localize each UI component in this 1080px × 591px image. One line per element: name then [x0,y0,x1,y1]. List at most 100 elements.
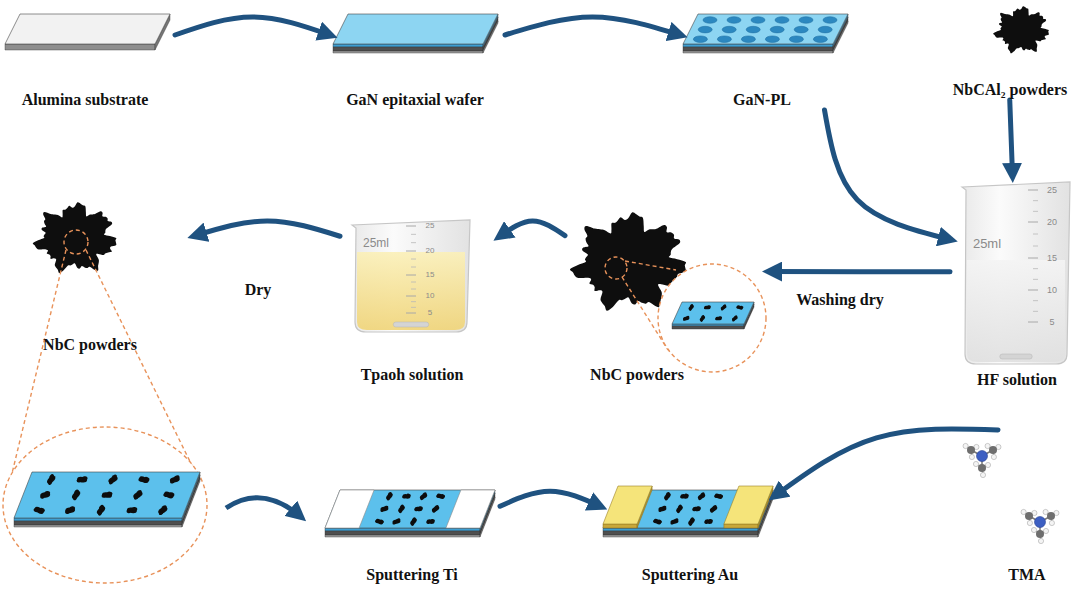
nbc-flake [652,517,662,526]
nbc-flake [418,492,428,501]
au-front [603,524,637,528]
slab-front [603,535,758,537]
slab-front [603,531,758,535]
process-step: GaN epitaxial wafer [330,10,505,110]
step-caption: GaN epitaxial wafer [346,90,484,110]
nbc-flake [39,491,50,499]
top-patch [724,486,773,524]
nbc-flake [374,517,384,526]
nbc-powder [33,202,117,273]
nbc-flake [414,505,423,512]
process-step: TMA [950,430,1070,585]
nbc-flake [70,489,82,501]
slab-top [5,14,170,44]
nbc-flake [670,518,679,525]
pattern-hole [765,36,779,43]
step-caption: NbCAl₂ powders [953,80,1068,100]
scale-number: 10 [426,292,435,300]
nbc-flake [95,504,107,516]
scale-number: 25 [1047,186,1057,195]
nbc-flake [45,473,57,485]
nbc-flake [704,305,711,310]
top-patch [325,490,374,528]
nbc-flake [687,303,695,311]
volume-label: 25ml [363,237,389,249]
nbc-flake [662,491,672,501]
pattern-hole [799,17,813,24]
nbc-flake [715,316,722,321]
nbc-flake [107,474,120,485]
beaker [352,220,470,332]
nbc-flake [156,505,169,516]
slab-top [14,472,200,518]
nbc-flake [138,474,150,485]
volume-label: 25ml [973,237,1001,250]
zoom-circle [658,264,766,372]
step-caption: Alumina substrate [22,90,149,110]
alumina-substrate [5,14,170,50]
nbc-flake [126,506,137,514]
scale-number: 15 [426,271,435,279]
pattern-hole [823,17,837,24]
nbc-flake [683,316,690,321]
pattern-hole [703,17,717,24]
nbc-flake [76,475,87,483]
pattern-hole [775,17,789,24]
au-front [724,524,758,528]
slab-front [325,535,480,537]
slab-top [683,14,848,44]
process-step: GaN-PL [680,10,850,110]
slab-front [325,531,480,535]
gan-pl-wafer [683,14,848,53]
slab-front [333,47,483,51]
au-electrode-wafer [603,486,773,537]
slab-front [14,525,182,527]
nbc-flake [674,504,684,514]
process-arrow [1010,100,1013,175]
nbc-flake [392,518,401,525]
slab-front [603,528,758,531]
pattern-hole [693,36,707,43]
process-arrow [825,110,951,240]
beaker [962,182,1070,364]
pattern-hole [746,26,760,33]
nbc-flake [714,492,724,501]
slab-front [14,518,182,521]
slab-top [325,490,495,528]
slab-front [683,51,833,53]
slab-front [333,51,483,53]
tma-molecule [1021,509,1059,543]
slab-top [672,302,754,324]
zoom-ellipse [3,427,207,583]
nbcal2-powder [993,6,1049,53]
nbc-flake [33,505,46,516]
nbc-flake [719,304,727,311]
nbc-flake [132,489,145,500]
step-label: Washing dry [793,290,887,310]
scale-number: 10 [1047,286,1057,295]
nbc-flake [396,504,406,514]
tma-molecule [963,443,1001,477]
slab-front [683,44,833,47]
pattern-hole [794,26,808,33]
nbc-flake [704,518,713,525]
slab-front [672,326,744,329]
process-arrow [775,429,998,496]
pattern-hole [751,17,765,24]
process-step: Sputtering Ti [325,480,500,585]
process-step: NbC powders [565,205,770,385]
process-arrow [226,498,300,516]
slab-front [333,44,483,47]
pattern-hole [741,36,755,43]
process-step: HF solution [950,175,1075,390]
slab-top [333,14,498,44]
pattern-hole [727,17,741,24]
slab-front [14,521,182,525]
scale-number: 5 [428,309,432,317]
gan-wafer [333,14,498,53]
nbc-flake [736,304,744,311]
nbc-flake [698,314,706,322]
